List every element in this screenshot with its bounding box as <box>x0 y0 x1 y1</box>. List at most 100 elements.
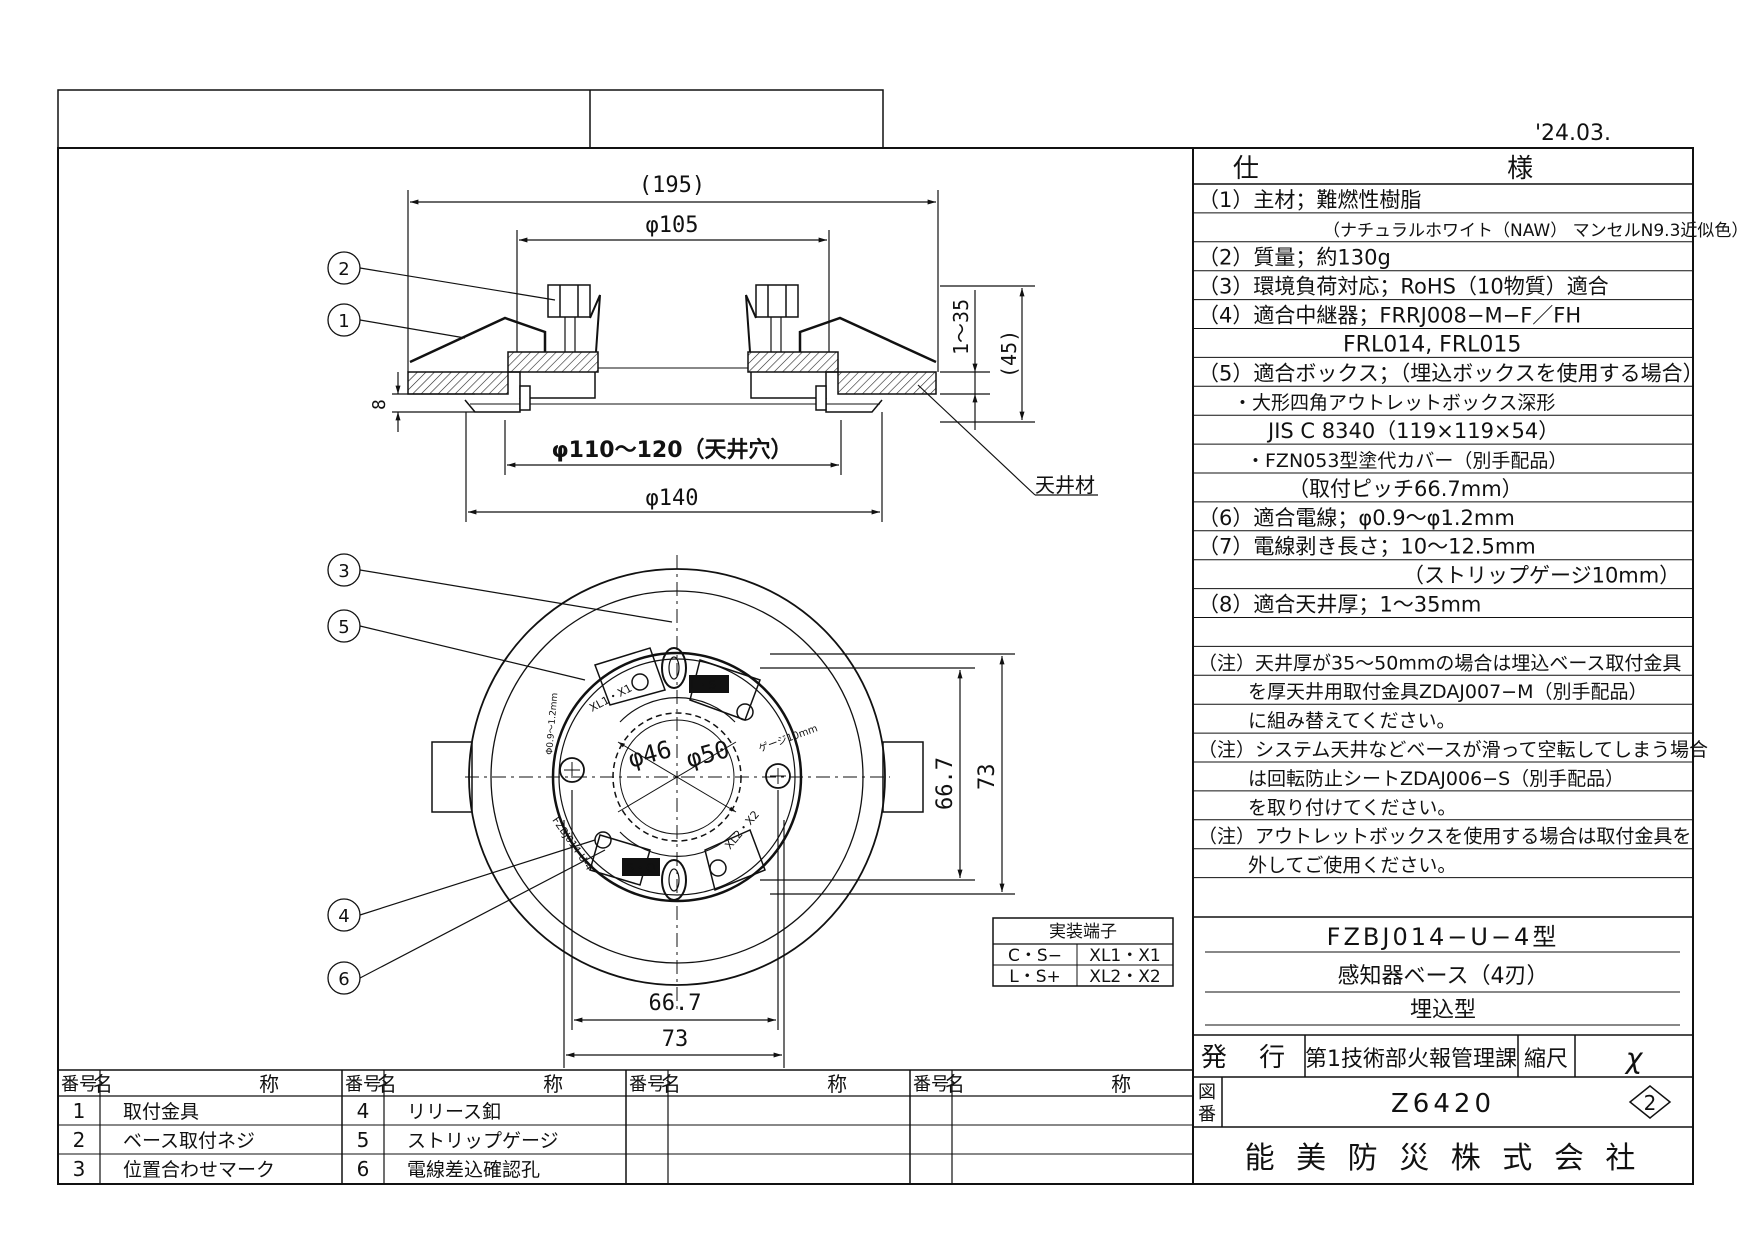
callout-number: 6 <box>338 969 349 990</box>
main-frame <box>57 147 1694 1185</box>
base-label: ゲージ10mm <box>757 722 819 754</box>
spec-line: （4）適合中継器；FRRJ008−M−F／FH <box>1198 304 1581 328</box>
parts-header-name: 名 称 <box>93 1072 349 1096</box>
parts-header-name: 名 称 <box>945 1072 1201 1096</box>
callout-leaders <box>359 267 673 979</box>
spec-line: は回転防止シートZDAJ006−S（別手配品） <box>1248 768 1624 790</box>
label-ls-plus <box>689 675 729 693</box>
parts-header-no: 番号 <box>61 1074 97 1095</box>
spec-list: （1）主材；難燃性樹脂 （ナチュラルホワイト（NAW） マンセルN9.3近似色） （… <box>1193 188 1748 879</box>
terminal-cell: XL1・X1 <box>1089 946 1160 966</box>
parts-item-no: 6 <box>357 1157 370 1181</box>
dim-ceiling-hole: φ110〜120（天井穴） <box>551 437 792 463</box>
spec-line: 外してご使用ください。 <box>1248 855 1456 877</box>
issue-label: 発 行 <box>1201 1043 1297 1073</box>
callout-number: 2 <box>338 259 349 280</box>
spec-line: JIS C 8340（119×119×54） <box>1266 419 1559 443</box>
revision-mark: 2 <box>1628 1085 1672 1119</box>
parts-item-name: 電線差込確認孔 <box>407 1159 540 1181</box>
spec-line: （取付ピッチ66.7mm） <box>1288 477 1523 501</box>
scale-label: 縮尺 <box>1524 1047 1568 1072</box>
spec-line: （注）アウトレットボックスを使用する場合は取付金具を <box>1198 826 1691 848</box>
parts-header-no: 番号 <box>345 1074 381 1095</box>
spec-line: （注）システム天井などベースが滑って空転してしまう場合 <box>1198 739 1708 761</box>
svg-text:2: 2 <box>1644 1091 1657 1115</box>
spec-line: （ストリップゲージ10mm） <box>1403 564 1680 588</box>
company-name: 能 美 防 災 株 式 会 社 <box>1245 1141 1642 1176</box>
model-name: FZBJ014−U−4型 <box>1327 923 1560 951</box>
spec-line: （5）適合ボックス；（埋込ボックスを使用する場合） <box>1198 361 1704 385</box>
drawing-no-label-1: 図 <box>1198 1082 1216 1103</box>
spring-left <box>409 316 547 364</box>
spec-line: （3）環境負荷対応；RoHS（10物質）適合 <box>1198 275 1609 299</box>
parts-item-no: 4 <box>357 1099 370 1123</box>
terminal-table-title: 実装端子 <box>1049 922 1117 942</box>
date-text: '24.03. <box>1535 121 1611 146</box>
parts-header-name: 名 称 <box>661 1072 917 1096</box>
spec-line: （ナチュラルホワイト（NAW） マンセルN9.3近似色） <box>1323 221 1748 241</box>
dim-45: (45) <box>997 330 1021 378</box>
spec-line: （1）主材；難燃性樹脂 <box>1198 188 1421 212</box>
parts-item-no: 5 <box>357 1128 370 1152</box>
parts-item-no: 1 <box>73 1099 86 1123</box>
parts-table <box>58 1069 1193 1184</box>
spec-line: （注）天井厚が35〜50mmの場合は埋込ベース取付金具 <box>1198 652 1681 674</box>
top-view <box>431 555 924 1010</box>
parts-item-no: 3 <box>73 1157 86 1181</box>
base-left-block <box>507 351 599 373</box>
parts-item-name: ベース取付ネジ <box>123 1130 255 1152</box>
spec-line: （6）適合電線；φ0.9〜φ1.2mm <box>1198 506 1515 530</box>
spec-header: 仕 様 <box>1233 154 1653 184</box>
dim-1-35: 1〜35 <box>949 299 973 355</box>
top-strip <box>57 89 884 149</box>
top-dimensions <box>563 653 1015 1068</box>
spec-line: を取り付けてください。 <box>1248 797 1456 819</box>
side-view <box>407 284 937 413</box>
parts-item-name: 位置合わせマーク <box>123 1159 275 1181</box>
spec-line: （7）電線剥き長さ；10〜12.5mm <box>1198 535 1536 559</box>
parts-header-no: 番号 <box>913 1074 949 1095</box>
spec-line: （8）適合天井厚；1〜35mm <box>1198 593 1481 617</box>
dim-73-horizontal: 73 <box>662 1027 689 1052</box>
product-type: 埋込型 <box>1410 998 1476 1023</box>
parts-header-no: 番号 <box>629 1074 665 1095</box>
screw-head-left <box>547 284 591 318</box>
drawing-number: Z6420 <box>1391 1089 1495 1119</box>
callout-bubbles <box>327 251 361 995</box>
dim-50: φ50 <box>683 735 732 773</box>
terminal-cell: L・S+ <box>1009 967 1061 987</box>
product-name: 感知器ベース（4刃） <box>1338 964 1549 989</box>
callout-number: 1 <box>338 311 349 332</box>
spec-line: FRL014, FRL015 <box>1343 332 1521 357</box>
issuer-name: 第1技術部火報管理課 <box>1305 1047 1517 1072</box>
scale-value: χ <box>1624 1042 1644 1075</box>
side-dimensions <box>392 190 1098 522</box>
parts-item-no: 2 <box>73 1128 86 1152</box>
callout-number: 3 <box>338 561 349 582</box>
base-label: XL1・X1 <box>587 681 634 714</box>
spec-line: （2）質量；約130g <box>1198 246 1391 270</box>
drawing-no-label-2: 番 <box>1198 1104 1216 1125</box>
base-right-block <box>747 351 839 373</box>
ceiling-board-left <box>407 371 509 395</box>
spec-line: を厚天井用取付金具ZDAJ007−M（別手配品） <box>1248 681 1648 703</box>
terminal-cell: XL2・X2 <box>1089 967 1160 987</box>
ceiling-board-right <box>837 371 937 395</box>
spec-line: ・大形四角アウトレットボックス深形 <box>1233 392 1555 414</box>
base-label: S・O <box>626 861 655 875</box>
parts-item-name: 取付金具 <box>123 1101 199 1123</box>
dim-73-vertical: 73 <box>975 764 1000 791</box>
dim-105: φ105 <box>646 213 699 238</box>
spec-line: ・FZN053型塗代カバー（別手配品） <box>1246 449 1567 472</box>
base-label: L・S+ <box>690 678 726 692</box>
spring-right <box>798 316 937 364</box>
parts-item-name: リリース釦 <box>407 1101 501 1123</box>
label-so <box>622 858 660 876</box>
terminal-table: 実装端子 C・S− XL1・X1 L・S+ XL2・X2 <box>992 917 1174 987</box>
ceiling-material-label: 天井材 <box>1035 473 1095 497</box>
callout-number: 5 <box>338 617 349 638</box>
screw-head-right <box>755 284 799 318</box>
